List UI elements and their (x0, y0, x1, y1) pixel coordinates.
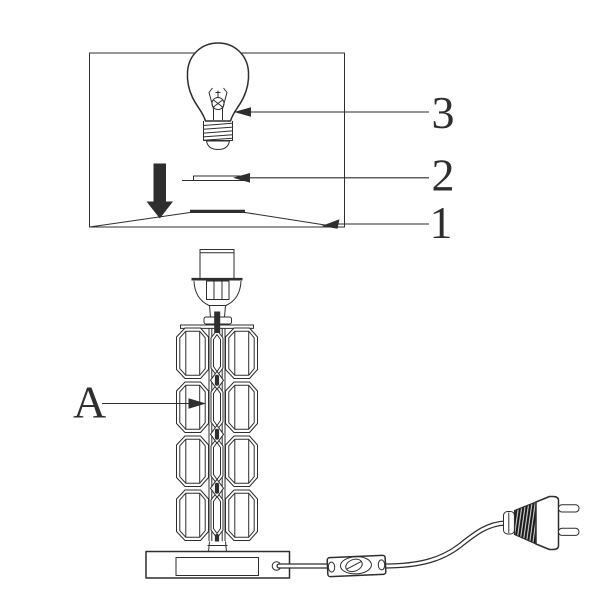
label-a: A (73, 377, 106, 428)
callout-a: A (73, 377, 206, 428)
arrowhead-3 (234, 107, 251, 117)
lamp-base (145, 541, 291, 579)
label-3: 3 (432, 87, 455, 138)
crystal-center (210, 437, 224, 485)
table-lamp (145, 249, 580, 579)
column-joint (210, 370, 224, 390)
power-plug (503, 495, 580, 551)
crystal-block (225, 327, 258, 379)
power-cord-segment-2 (381, 520, 509, 569)
column-top-rod (214, 311, 221, 333)
plug-neck-grip (513, 501, 537, 545)
callout-2: 2 (233, 150, 455, 201)
crystal-block (225, 435, 258, 487)
down-arrow-icon (146, 163, 173, 219)
lamp-socket (180, 249, 254, 329)
label-1: 1 (430, 197, 453, 248)
crystal-block (225, 381, 258, 433)
arrowhead-1 (321, 219, 340, 229)
base-recess (175, 557, 259, 576)
bulb-filament (208, 87, 228, 120)
crystal-block (176, 489, 209, 541)
plug-pin-top (558, 504, 580, 513)
callout-3: 3 (234, 87, 455, 138)
switch-rocker (345, 558, 363, 573)
light-bulb (186, 42, 250, 150)
plug-pin-bottom (558, 527, 580, 536)
crystal-center (210, 383, 224, 431)
instruction-inset: 3 2 1 (89, 42, 455, 248)
callout-1: 1 (321, 197, 453, 248)
base-plate (145, 550, 291, 579)
base-neck (207, 541, 228, 552)
plug-body (535, 495, 560, 551)
column-joint (210, 478, 224, 498)
arrowhead-2 (233, 173, 250, 183)
crystal-center (210, 329, 224, 377)
column-joint (210, 424, 224, 444)
crystal-block (176, 327, 209, 379)
arrowhead-a (188, 398, 206, 409)
crystal-block (176, 435, 209, 487)
inline-switch (326, 554, 387, 578)
crystal-column (176, 311, 258, 545)
bulb-envelope (186, 42, 250, 122)
crystal-center (210, 491, 224, 539)
bulb-screw-base (203, 121, 233, 150)
crystal-block (225, 489, 258, 541)
label-2: 2 (432, 150, 455, 201)
switch-opening (339, 556, 372, 575)
lampshade (89, 209, 334, 228)
